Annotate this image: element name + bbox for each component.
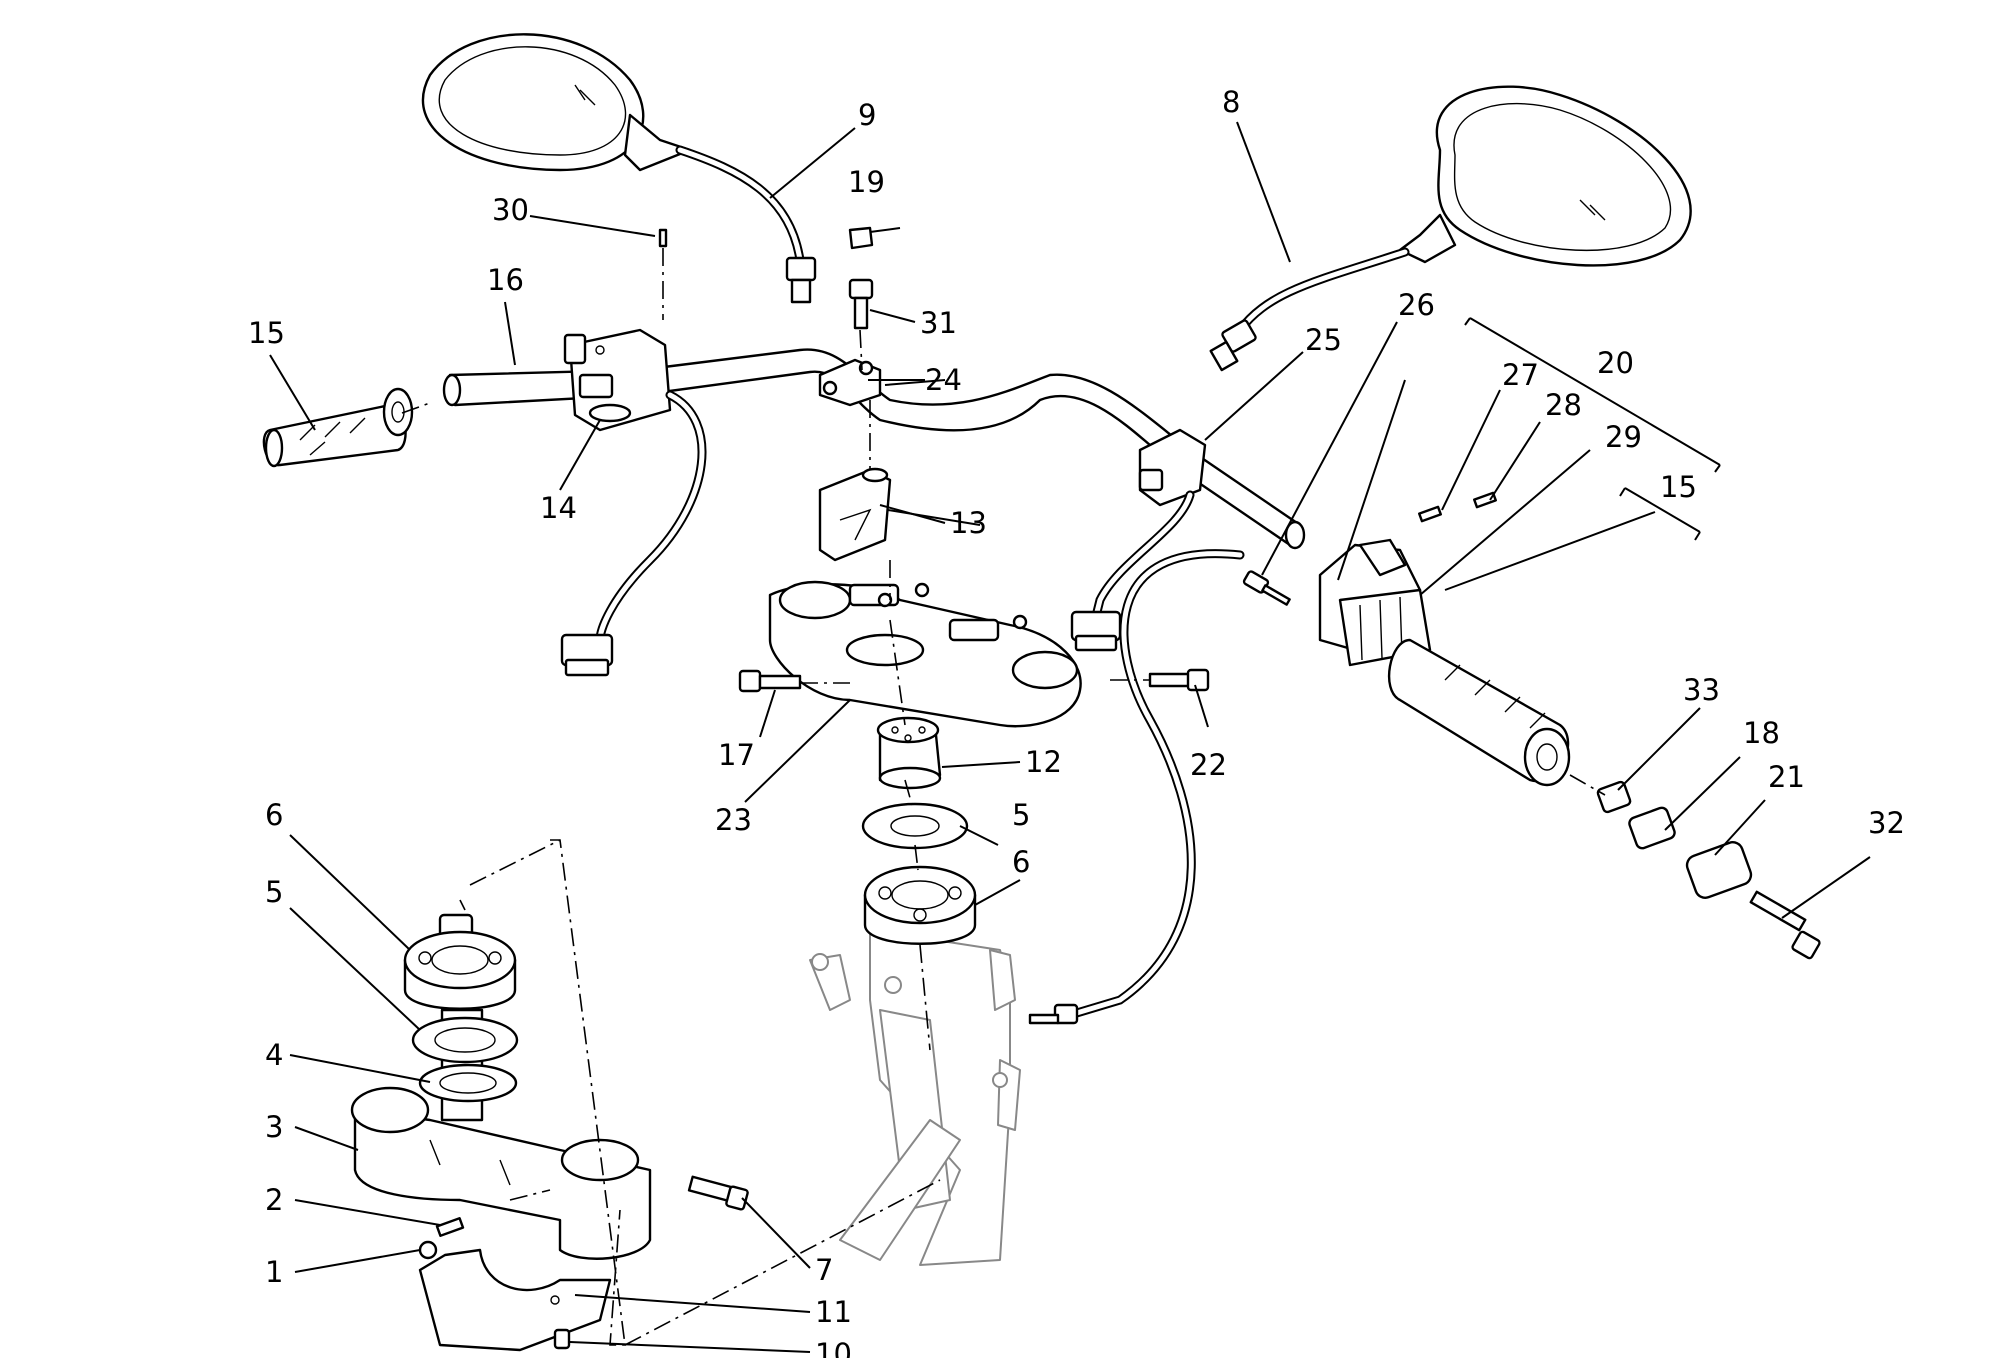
cap-19 <box>848 226 874 250</box>
label-4: 4 <box>265 1038 283 1072</box>
label-16: 16 <box>487 263 524 297</box>
label-17: 17 <box>718 738 755 772</box>
label-25: 25 <box>1305 323 1342 357</box>
label-14: 14 <box>540 491 577 525</box>
mirror-right <box>1209 85 1692 372</box>
bar-end-spacer <box>1628 806 1676 850</box>
ring-nut <box>876 716 942 790</box>
label-33: 33 <box>1683 673 1720 707</box>
part-number-labels: 1 2 3 4 5 6 7 8 9 10 11 12 13 14 15 15 1… <box>248 85 1905 1358</box>
label-1: 1 <box>265 1255 283 1289</box>
nut-1 <box>418 1240 438 1260</box>
throttle-grip <box>1338 588 1571 787</box>
label-5-upper: 5 <box>1012 798 1030 832</box>
bolt-17 <box>738 669 802 693</box>
bearing-lower <box>403 913 517 1010</box>
handlebar-riser <box>818 467 892 562</box>
label-9: 9 <box>858 98 876 132</box>
bearing-upper <box>863 865 977 945</box>
bar-end-weight <box>1685 841 1753 899</box>
bar-end-screw <box>1749 890 1821 960</box>
label-15-right: 15 <box>1660 470 1697 504</box>
bolt-10 <box>553 1328 571 1350</box>
label-3: 3 <box>265 1110 283 1144</box>
label-5-lower: 5 <box>265 875 283 909</box>
label-12: 12 <box>1025 745 1062 779</box>
switch-right <box>1070 428 1207 652</box>
throttle-cable <box>1028 549 1291 1025</box>
label-20: 20 <box>1597 346 1634 380</box>
label-28: 28 <box>1545 388 1582 422</box>
washer-lower <box>411 1016 519 1064</box>
handlebar <box>442 348 1306 550</box>
label-7: 7 <box>815 1253 833 1287</box>
washer-upper <box>861 802 969 850</box>
label-27: 27 <box>1502 358 1539 392</box>
label-11: 11 <box>815 1295 852 1329</box>
group-bracket-20 <box>1464 317 1721 473</box>
switch-left <box>560 328 707 677</box>
label-8: 8 <box>1222 85 1240 119</box>
label-32: 32 <box>1868 806 1905 840</box>
label-6-upper: 6 <box>1012 845 1030 879</box>
bar-end-insert <box>1596 780 1632 814</box>
label-19: 19 <box>848 165 885 199</box>
bottom-triple-clamp <box>350 1086 652 1260</box>
mirror-left <box>421 33 817 304</box>
label-10: 10 <box>815 1337 852 1358</box>
grip-left <box>262 387 414 468</box>
label-31: 31 <box>920 306 957 340</box>
label-6-lower: 6 <box>265 798 283 832</box>
label-18: 18 <box>1743 716 1780 750</box>
label-22: 22 <box>1190 748 1227 782</box>
top-triple-clamp <box>768 580 1082 728</box>
bolt-31 <box>848 278 874 330</box>
pin-30 <box>658 228 668 248</box>
leader-lines <box>269 121 1871 1353</box>
label-15-left: 15 <box>248 316 285 350</box>
label-30: 30 <box>492 193 529 227</box>
frame-head-tube <box>809 929 1021 1266</box>
label-29: 29 <box>1605 420 1642 454</box>
label-21: 21 <box>1768 760 1805 794</box>
bolt-22 <box>1148 668 1210 692</box>
dust-seal <box>418 1063 518 1103</box>
label-23: 23 <box>715 803 752 837</box>
screw-2 <box>435 1216 465 1238</box>
handlebar-clamp-upper <box>818 358 882 407</box>
label-24: 24 <box>925 363 962 397</box>
label-2: 2 <box>265 1183 283 1217</box>
label-13: 13 <box>950 506 987 540</box>
plate-11 <box>418 1248 612 1352</box>
label-26: 26 <box>1398 288 1435 322</box>
group-bracket-15 <box>1619 487 1701 541</box>
bolt-7 <box>687 1175 749 1211</box>
